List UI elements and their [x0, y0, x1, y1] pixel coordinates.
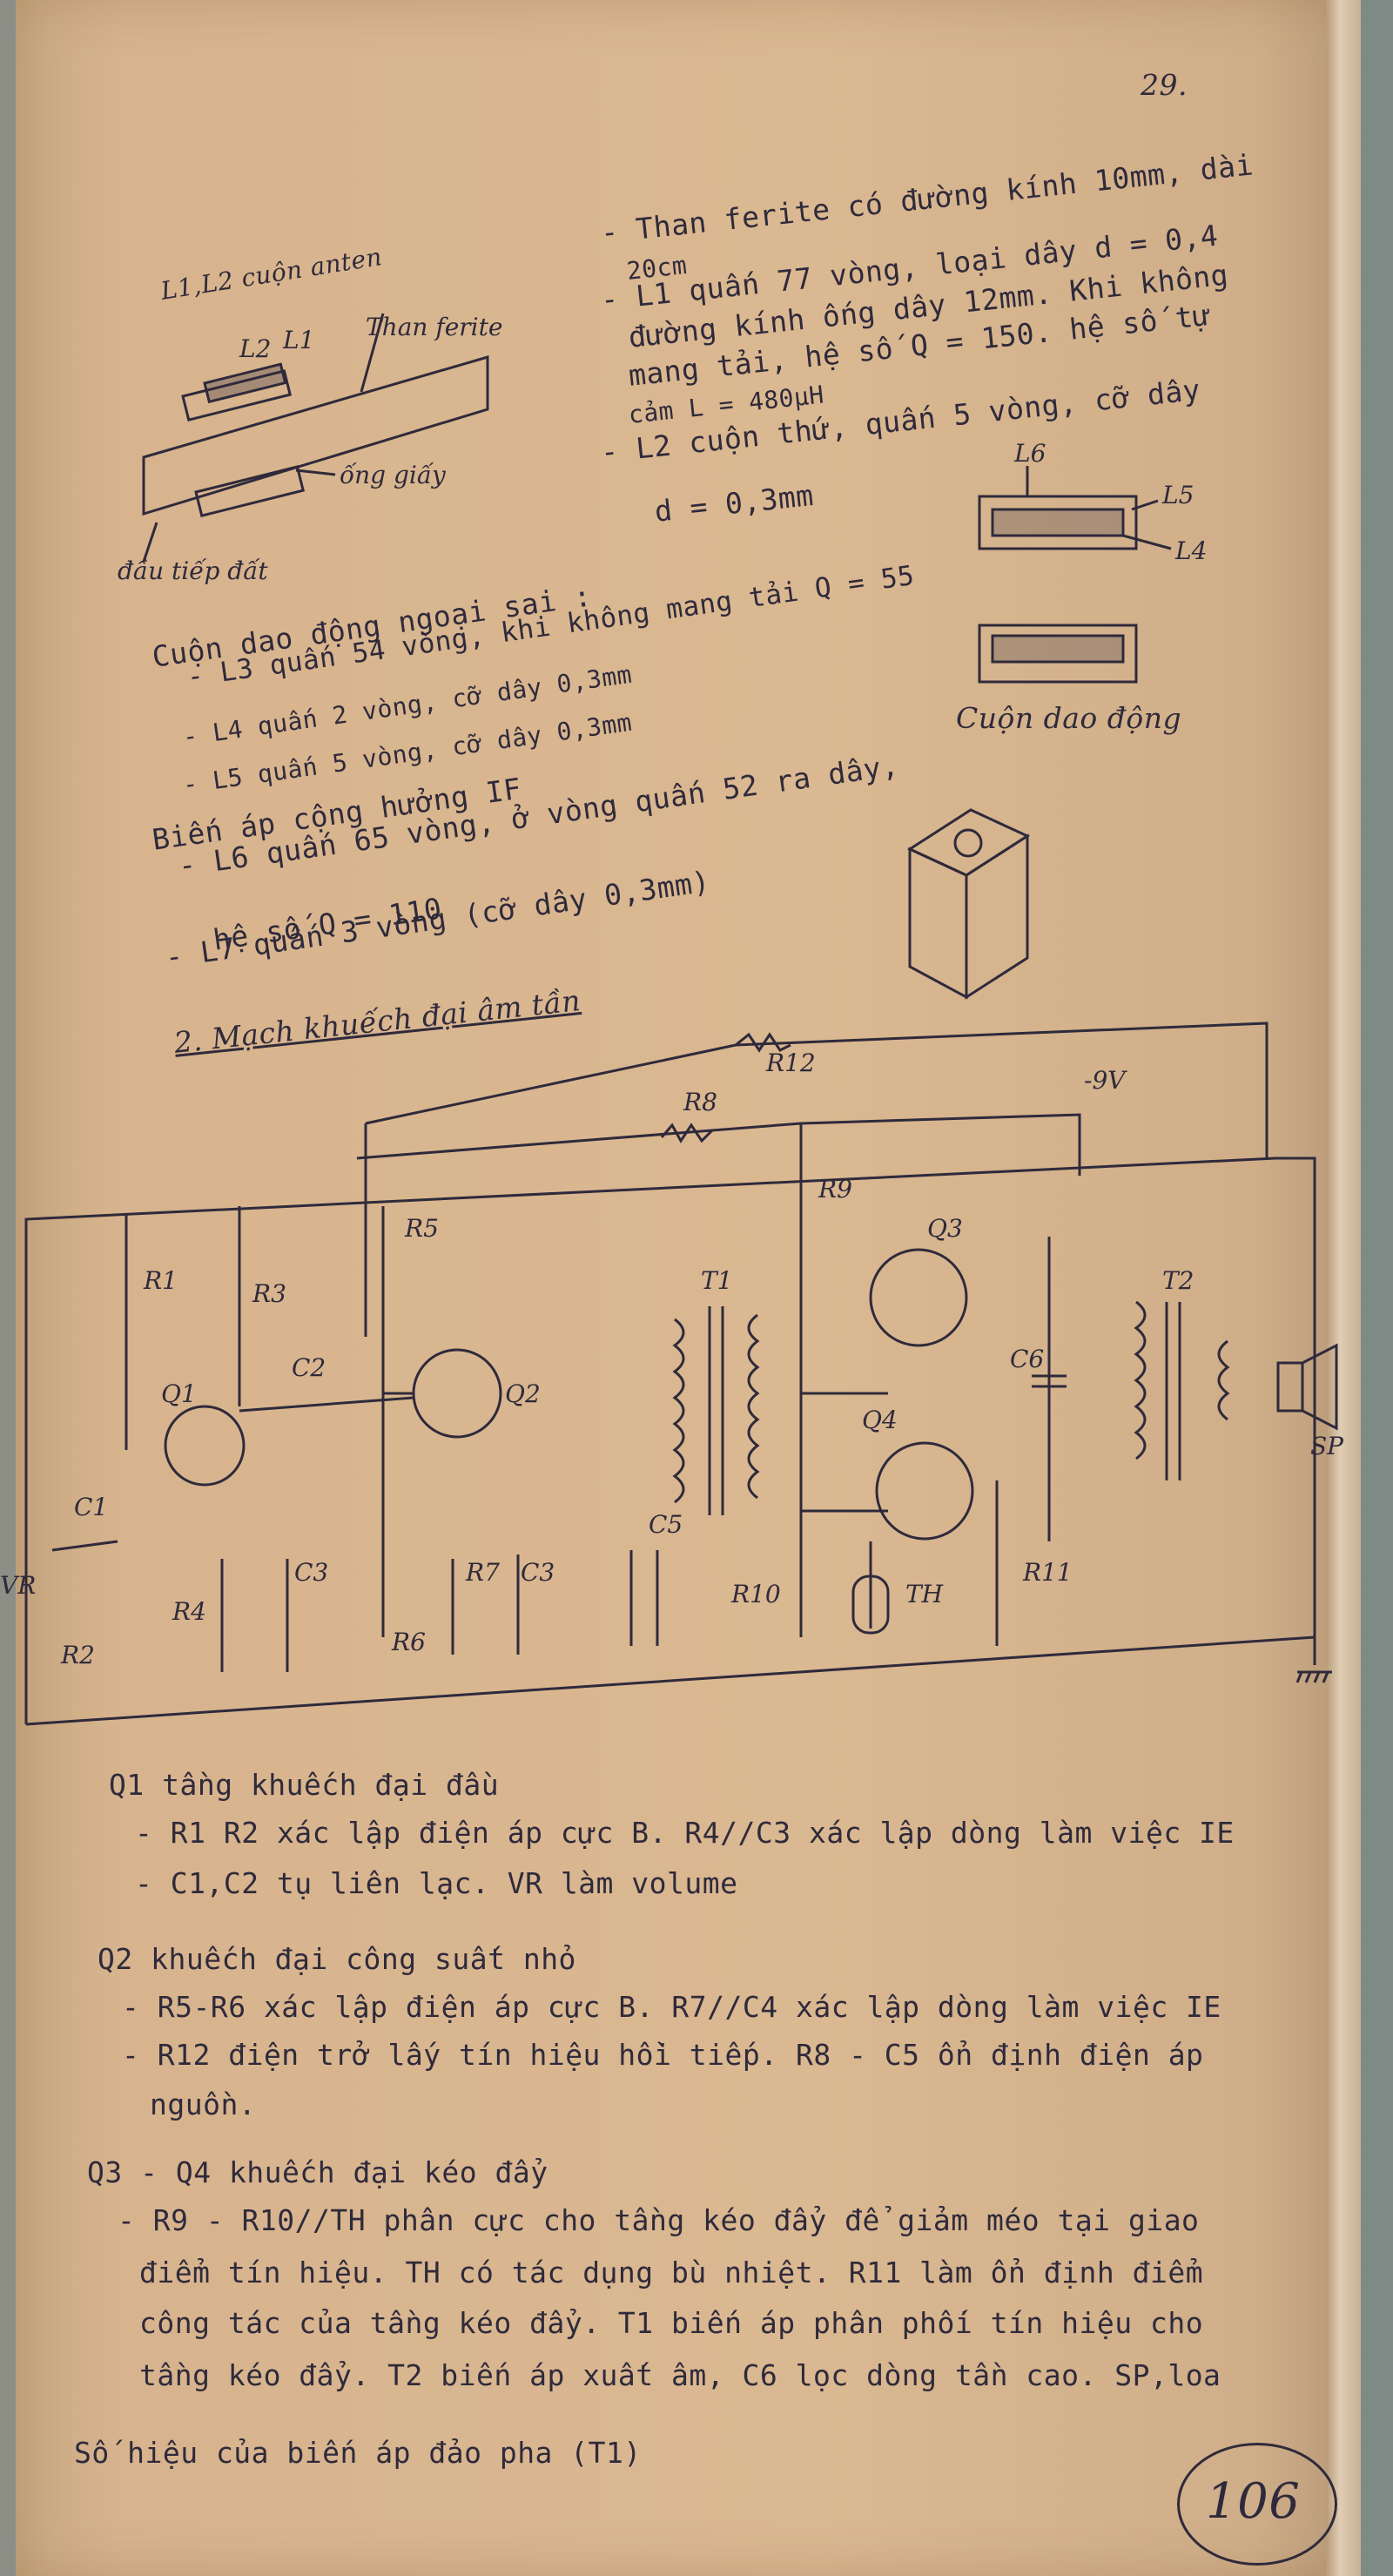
c5-label: C5: [649, 1510, 683, 1539]
stamp-number: 106: [1206, 2473, 1301, 2530]
note-line: - R12 điện trở lấy tín hiệu hồi tiếp. R8…: [122, 2038, 1204, 2072]
note-line: - C1,C2 tụ liên lạc. VR làm volume: [135, 1866, 738, 1900]
circled-page-stamp: [1177, 2443, 1337, 2566]
th-label: TH: [905, 1580, 944, 1608]
c3-label: C3: [294, 1558, 328, 1587]
note-line: - R5-R6 xác lập điện áp cực B. R7//C4 xá…: [122, 1990, 1221, 2024]
vr-label: VR: [0, 1571, 36, 1600]
note-line: Q3 - Q4 khuếch đại kéo đẩy: [87, 2155, 548, 2189]
sp-label: SP: [1310, 1432, 1344, 1460]
osc-coil-caption: Cuộn dao động: [956, 701, 1182, 735]
q3-label: Q3: [927, 1214, 963, 1243]
amplifier-circuit: -9V R12 R8 R9 R1 R3 R5 C2 Q1 Q2 Q3 Q4 T1…: [0, 1022, 1344, 1726]
label-ferrite: Than ferite: [366, 313, 502, 341]
note-line: tầng kéo đẩy. T2 biến áp xuất âm, C6 lọc…: [139, 2358, 1221, 2392]
q2-label: Q2: [505, 1379, 541, 1408]
q1-label: Q1: [161, 1379, 197, 1408]
page-edge: [1326, 0, 1361, 2576]
note-line: Q1 tầng khuếch đại đầu: [109, 1768, 500, 1802]
r12-label: R12: [765, 1049, 816, 1077]
note-line: điểm tín hiệu. TH có tác dụng bù nhiệt. …: [139, 2256, 1204, 2289]
r2-label: R2: [60, 1641, 95, 1669]
c2-label: C2: [292, 1353, 326, 1382]
r5-label: R5: [404, 1214, 439, 1243]
r11-label: R11: [1022, 1558, 1073, 1587]
r9-label: R9: [818, 1175, 852, 1204]
label-ground: đầu tiếp đất: [118, 556, 268, 585]
osc-coil-drawing: L6 L5 L4: [978, 439, 1207, 684]
label-l6: L6: [1013, 439, 1046, 468]
r7-label: R7: [465, 1558, 500, 1587]
page-number: 29.: [1141, 68, 1188, 102]
label-l5: L5: [1161, 481, 1194, 509]
note-line: - R1 R2 xác lập điện áp cực B. R4//C3 xá…: [135, 1816, 1235, 1850]
antenna-drawing: L2 L1 Than ferite ống giấy đầu tiếp đất: [118, 313, 502, 585]
note-line: Số hiệu của biến áp đảo pha (T1): [74, 2436, 642, 2470]
r6-label: R6: [391, 1628, 426, 1656]
t2-label: T2: [1162, 1266, 1194, 1295]
t1-label: T1: [701, 1266, 733, 1295]
c3b-label: C3: [521, 1558, 555, 1587]
label-l4: L4: [1174, 536, 1207, 565]
note-line: công tác của tầng kéo đẩy. T1 biến áp ph…: [139, 2306, 1204, 2340]
if-transformer-cube: [906, 808, 1031, 1000]
label-l2: L2: [239, 334, 271, 363]
r1-label: R1: [143, 1266, 178, 1295]
r3-label: R3: [252, 1279, 286, 1308]
q4-label: Q4: [862, 1406, 898, 1434]
supply-label: -9V: [1084, 1066, 1127, 1095]
note-line: nguồn.: [150, 2087, 257, 2121]
label-tube: ống giấy: [340, 461, 447, 489]
note-line: - R9 - R10//TH phân cực cho tầng kéo đẩy…: [118, 2203, 1200, 2237]
c6-label: C6: [1010, 1345, 1044, 1373]
label-l1: L1: [282, 326, 314, 354]
r8-label: R8: [683, 1088, 717, 1116]
r10-label: R10: [730, 1580, 781, 1608]
note-line: Q2 khuếch đại công suất nhỏ: [98, 1942, 576, 1976]
c1-label: C1: [74, 1493, 108, 1521]
r4-label: R4: [172, 1597, 206, 1626]
